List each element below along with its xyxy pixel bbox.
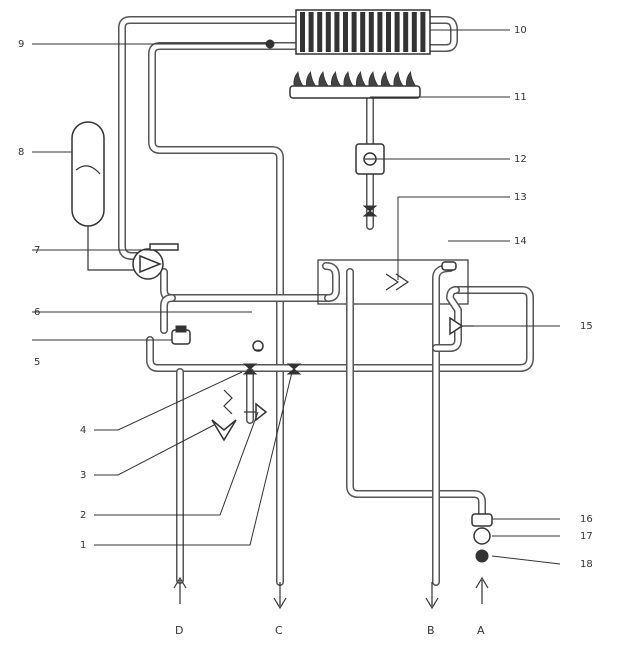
burner-flames bbox=[293, 71, 417, 87]
arrow-up-icon-d bbox=[173, 576, 187, 604]
gas-cock-icon bbox=[362, 205, 378, 217]
callout-11: 11 bbox=[514, 92, 527, 103]
connection-b: B bbox=[427, 624, 435, 637]
callout-8: 8 bbox=[18, 147, 24, 158]
connection-a: A bbox=[477, 624, 485, 637]
callout-5: 5 bbox=[34, 357, 40, 368]
safety-valve bbox=[171, 325, 191, 345]
exchanger-fin bbox=[360, 12, 366, 52]
pipe-exchanger-to-outlet-c bbox=[148, 42, 300, 586]
callout-3: 3 bbox=[80, 470, 86, 481]
pipe-network bbox=[87, 16, 534, 586]
connection-d: D bbox=[175, 624, 183, 637]
callout-17: 17 bbox=[580, 531, 593, 542]
main-heat-exchanger bbox=[295, 9, 431, 55]
flame-icon bbox=[318, 71, 329, 87]
exchanger-fin bbox=[368, 12, 374, 52]
callout-12: 12 bbox=[514, 154, 527, 165]
filling-valve bbox=[244, 402, 268, 422]
flame-icon bbox=[355, 71, 367, 87]
connection-labels: D C B A bbox=[175, 624, 485, 637]
callout-10: 10 bbox=[514, 25, 527, 36]
exchanger-fin bbox=[420, 12, 426, 52]
flame-icon bbox=[330, 71, 342, 87]
water-filter bbox=[471, 513, 493, 563]
callout-7: 7 bbox=[34, 245, 40, 256]
callout-leaders bbox=[32, 29, 561, 565]
callout-6: 6 bbox=[34, 307, 40, 318]
exchanger-fin bbox=[411, 12, 417, 52]
pipe-to-inlet-a bbox=[346, 268, 486, 520]
expansion-vessel bbox=[71, 121, 105, 227]
callout-1: 1 bbox=[80, 540, 86, 551]
callout-9: 9 bbox=[18, 39, 24, 50]
exchanger-fin bbox=[377, 12, 383, 52]
arrow-down-icon-c bbox=[273, 582, 287, 610]
exchanger-fin bbox=[403, 12, 409, 52]
callout-2: 2 bbox=[80, 510, 86, 521]
drain-valve bbox=[252, 340, 264, 352]
exchanger-fin bbox=[308, 12, 314, 52]
exchanger-fin bbox=[394, 12, 400, 52]
exchanger-fin bbox=[325, 12, 331, 52]
pipe-vessel-link bbox=[87, 226, 146, 271]
circulation-pump bbox=[132, 243, 179, 280]
callout-16: 16 bbox=[580, 514, 593, 525]
flame-icon bbox=[293, 71, 304, 87]
exchanger-fin bbox=[386, 12, 391, 52]
connection-arrows bbox=[173, 576, 489, 610]
dhw-exchanger-chevron-icon bbox=[385, 273, 410, 291]
burner-assembly bbox=[289, 71, 421, 99]
flame-icon bbox=[368, 71, 379, 87]
arrow-up-icon-a bbox=[475, 576, 489, 604]
exchanger-fin bbox=[343, 12, 348, 52]
exchanger-fin bbox=[317, 12, 323, 52]
secondary-exchanger-box bbox=[317, 259, 469, 305]
exchanger-fin bbox=[334, 12, 340, 52]
callout-labels: 9 8 7 6 5 4 3 2 1 10 11 12 13 14 15 16 1… bbox=[18, 25, 593, 570]
check-valve-icon-4 bbox=[242, 363, 258, 375]
exchanger-fin bbox=[300, 12, 305, 52]
flame-icon bbox=[343, 71, 354, 87]
arrow-down-icon-b bbox=[425, 582, 439, 610]
check-valve-icon-1 bbox=[286, 363, 302, 375]
flame-icon bbox=[380, 71, 392, 87]
overheat-sensor-icon bbox=[265, 39, 275, 49]
connection-c: C bbox=[275, 624, 283, 637]
callout-13: 13 bbox=[514, 192, 527, 203]
dhw-sensor bbox=[441, 261, 457, 271]
callout-14: 14 bbox=[514, 236, 527, 247]
exchanger-fin bbox=[351, 12, 357, 52]
flame-icon bbox=[305, 71, 317, 87]
flame-icon bbox=[393, 71, 404, 87]
callout-18: 18 bbox=[580, 559, 593, 570]
pipe-pump-to-bypass bbox=[160, 268, 332, 302]
callout-15: 15 bbox=[580, 321, 593, 332]
flow-switch bbox=[211, 389, 237, 442]
exchanger-fins bbox=[300, 12, 426, 52]
flame-icon bbox=[405, 71, 417, 87]
three-way-valve bbox=[449, 316, 474, 336]
callout-4: 4 bbox=[80, 425, 86, 436]
